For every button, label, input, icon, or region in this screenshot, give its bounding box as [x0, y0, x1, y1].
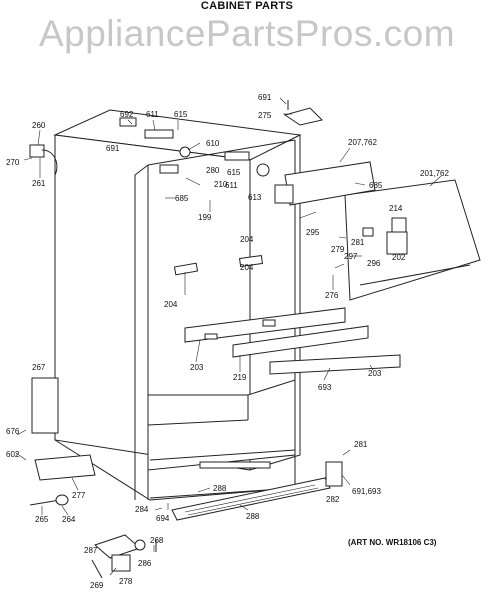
callout-276: 276	[325, 291, 339, 300]
control-panel	[344, 179, 481, 301]
callout-611-top: 611	[146, 110, 159, 119]
callout-278: 278	[119, 577, 133, 586]
bracket-282	[325, 461, 343, 487]
callout-615-top: 615	[174, 110, 188, 119]
callout-214: 214	[389, 204, 403, 213]
bottom-hinge-277	[34, 454, 96, 481]
callout-288-top: 288	[213, 484, 227, 493]
leader-lines	[15, 97, 442, 576]
callout-602: 602	[6, 450, 20, 459]
diagram-title: CABINET PARTS	[200, 0, 294, 12]
callout-286: 286	[138, 559, 152, 568]
leveling-parts	[29, 494, 69, 506]
kickplate-slots	[184, 484, 319, 516]
cabinet-outline	[53, 109, 302, 501]
shelf-support-204	[173, 254, 264, 276]
callout-281-top: 281	[351, 238, 365, 247]
watermark: AppliancePartsPros.com	[38, 13, 456, 54]
callout-692: 692	[120, 110, 134, 119]
callout-691-top: 691	[258, 93, 272, 102]
callout-691-left: 691	[106, 144, 120, 153]
callout-268: 268	[150, 536, 164, 545]
callout-204-right: 204	[240, 235, 254, 244]
callout-265: 265	[35, 515, 49, 524]
callout-204-left: 204	[164, 300, 178, 309]
callout-284: 284	[135, 505, 149, 514]
callout-261: 261	[32, 179, 46, 188]
callout-693: 693	[318, 383, 332, 392]
callout-219: 219	[233, 373, 247, 382]
kickplate-grille	[171, 477, 331, 521]
callout-267: 267	[32, 363, 46, 372]
callout-207-762: 207,762	[348, 138, 377, 147]
callout-613: 613	[248, 193, 262, 202]
callout-201-762: 201,762	[420, 169, 449, 178]
callout-611-mid: 611	[225, 181, 238, 190]
callout-296: 296	[367, 259, 381, 268]
callout-203-right: 203	[368, 369, 382, 378]
callout-694: 694	[156, 514, 170, 523]
callout-269: 269	[90, 581, 104, 590]
callout-280: 280	[206, 166, 220, 175]
callout-279: 279	[331, 245, 345, 254]
callout-610: 610	[206, 139, 220, 148]
damper-control-parts	[119, 117, 270, 177]
callout-204-mid: 204	[240, 263, 254, 272]
callout-277: 277	[72, 491, 86, 500]
callout-210: 210	[214, 180, 228, 189]
mullion-rail	[184, 307, 401, 375]
callout-297: 297	[344, 252, 358, 261]
callout-281-bottom: 281	[354, 440, 368, 449]
callout-202: 202	[392, 253, 406, 262]
callout-labels: 691 275 692 611 615 260 691 610 270 261 …	[6, 93, 449, 590]
light-assembly	[274, 161, 376, 206]
callout-685-right: 685	[369, 181, 383, 190]
hinge-cap-260	[29, 144, 58, 176]
callout-287: 287	[84, 546, 98, 555]
callout-288-bottom: 288	[246, 512, 260, 521]
callout-691-693: 691,693	[352, 487, 381, 496]
callout-270: 270	[6, 158, 20, 167]
callout-282: 282	[326, 495, 340, 504]
callout-685-left: 685	[175, 194, 189, 203]
callout-295: 295	[306, 228, 320, 237]
callout-199: 199	[198, 213, 212, 222]
callout-676: 676	[6, 427, 20, 436]
callout-275: 275	[258, 111, 272, 120]
art-number: (ART NO. WR18106 C3)	[348, 538, 437, 547]
callout-260: 260	[32, 121, 46, 130]
callout-615-mid: 615	[227, 168, 241, 177]
roller-assembly	[91, 534, 157, 579]
callout-203-left: 203	[190, 363, 204, 372]
callout-264: 264	[62, 515, 76, 524]
hinge-bracket-275	[283, 100, 323, 126]
side-panel-267	[31, 377, 59, 434]
